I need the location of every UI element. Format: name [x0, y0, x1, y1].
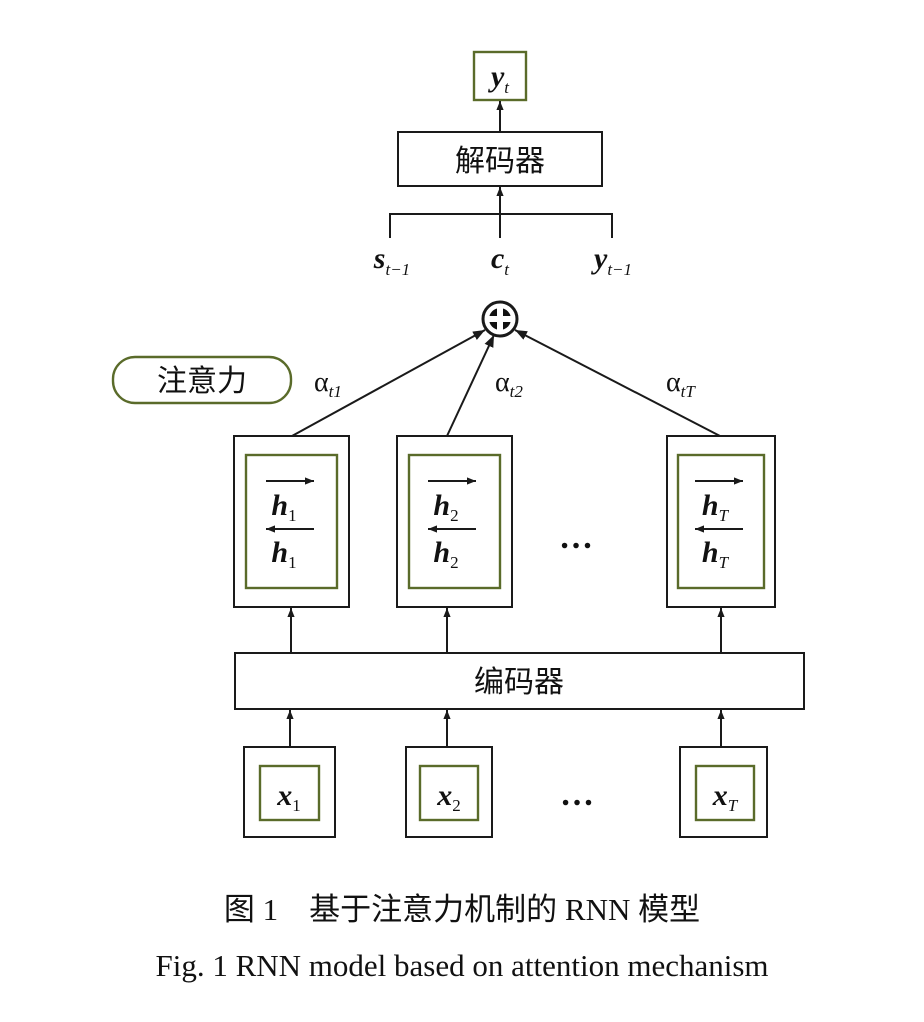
input-ellipsis: …	[560, 776, 594, 813]
svg-text:x1: x1	[276, 779, 301, 815]
output-label: yt	[488, 60, 510, 97]
attention-pill	[111, 355, 293, 405]
attention-arrow-1	[291, 329, 486, 437]
svg-text:h1: h1	[271, 489, 296, 525]
hidden-ellipsis: …	[559, 519, 593, 556]
input-2: x2	[405, 746, 493, 838]
caption-en: Fig. 1 RNN model based on attention mech…	[155, 948, 768, 983]
attention-arrow-T	[514, 329, 721, 437]
svg-text:h2: h2	[433, 536, 458, 572]
svg-text:x2: x2	[436, 779, 461, 815]
attention-arrow-2	[446, 334, 495, 437]
decoder-label: 解码器	[455, 145, 545, 178]
svg-text:h2: h2	[433, 489, 458, 525]
hidden-state-1: h1 h1	[233, 435, 350, 608]
attention-weight-T: αtT	[666, 367, 696, 401]
svg-text:hT: hT	[702, 536, 730, 572]
decoder-input-c: ct	[491, 242, 510, 279]
svg-text:h1: h1	[271, 536, 296, 572]
encoder-box	[234, 652, 805, 710]
svg-text:xT: xT	[712, 779, 739, 815]
hidden-state-T: hT hT	[666, 435, 776, 608]
encoder-label: 编码器	[474, 666, 564, 699]
input-T: xT	[679, 746, 768, 838]
hidden-state-2: h2 h2	[396, 435, 513, 608]
decoder-box	[397, 131, 603, 187]
decoder-input-s: st−1	[373, 242, 410, 279]
input-1: x1	[243, 746, 336, 838]
decoder-input-y: yt−1	[591, 242, 632, 279]
svg-text:hT: hT	[702, 489, 730, 525]
attention-weight-1: αt1	[314, 367, 342, 401]
attention-label: 注意力	[157, 365, 247, 398]
sum-node-icon	[481, 300, 519, 338]
caption-cn: 图 1 基于注意力机制的 RNN 模型	[224, 892, 700, 927]
output-box	[472, 50, 528, 102]
attention-weight-2: αt2	[495, 367, 523, 401]
